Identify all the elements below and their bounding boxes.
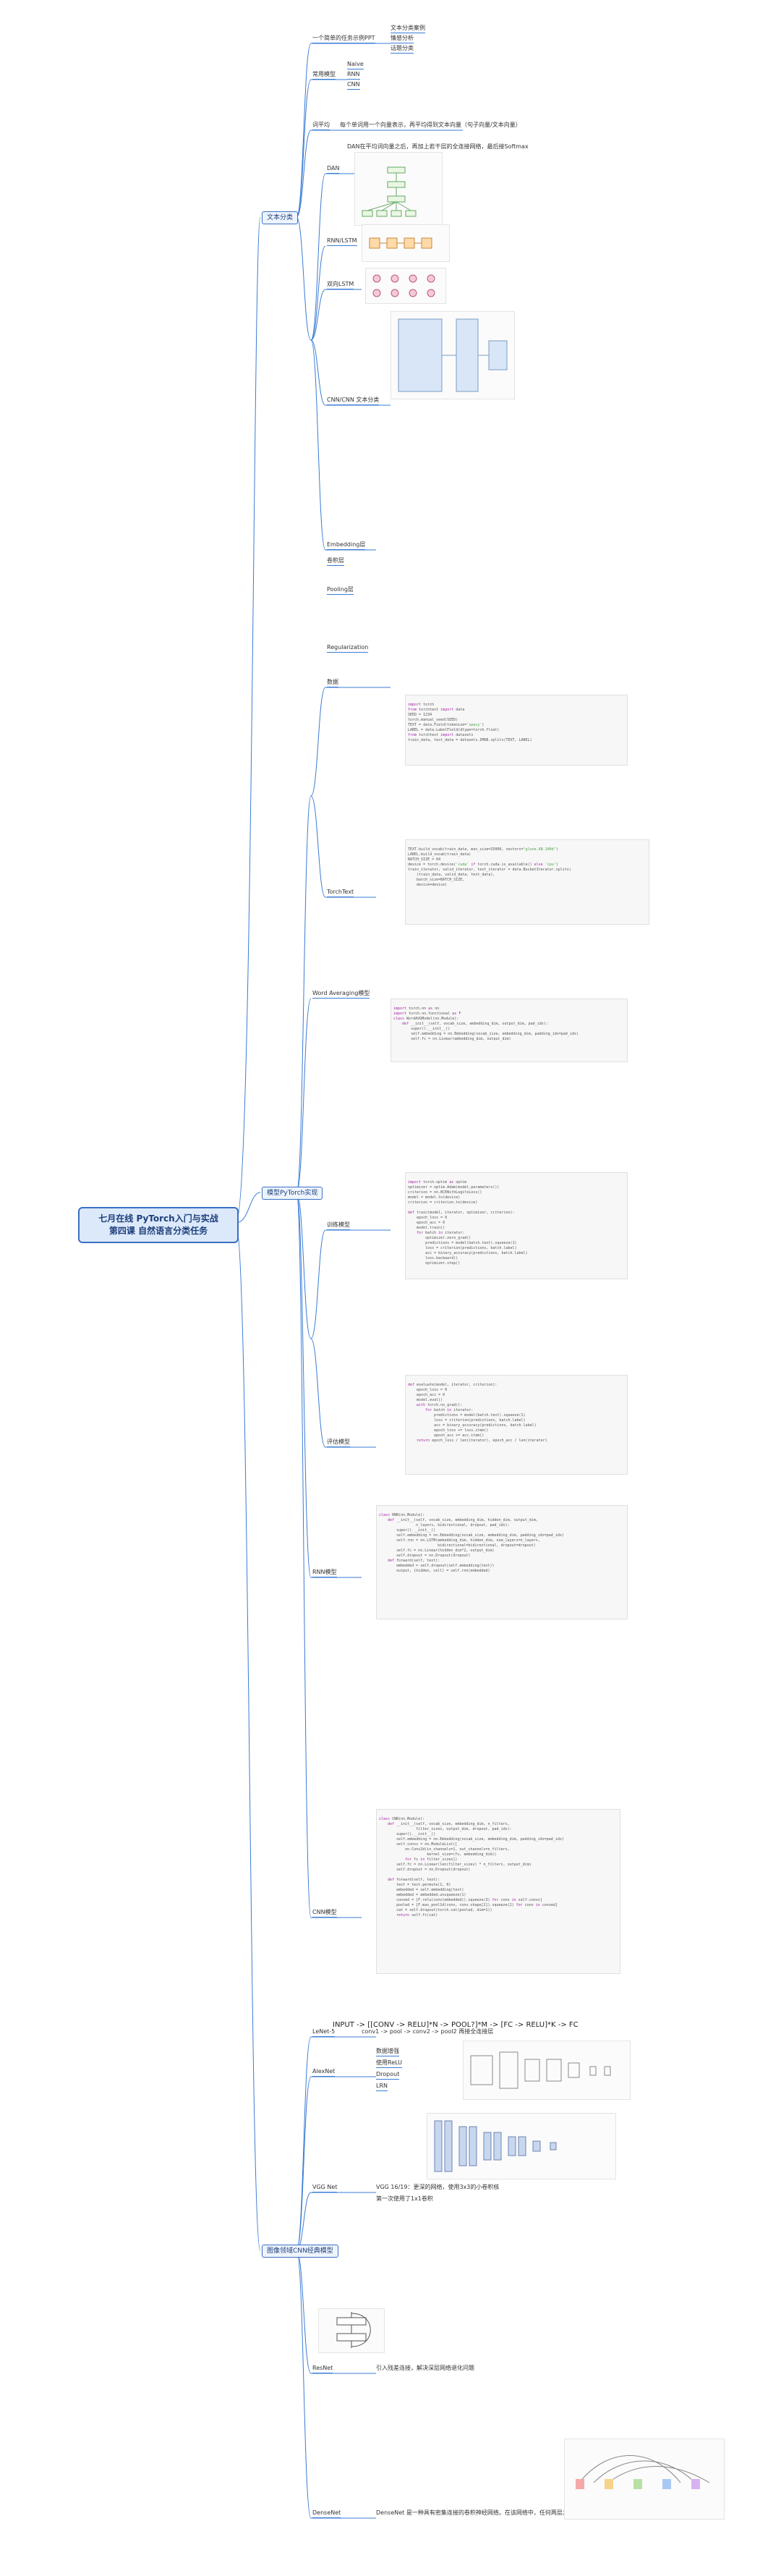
node-intro[interactable]: 一个简单的任务示例PPT — [312, 35, 375, 43]
rnn-unrolled-diagram — [369, 237, 432, 249]
node-intro-child-2[interactable]: 情感分析 — [390, 35, 414, 43]
cnn-grid-diagram — [398, 318, 508, 392]
rnn-code-block: class RNN(nn.Module): def __init__(self,… — [376, 1505, 628, 1619]
node-dan-desc: DAN在平均词向量之后，再加上若干层的全连接网络，最后接Softmax — [347, 143, 529, 150]
branch-pytorch-code[interactable]: 模型PyTorch实现 — [262, 1187, 323, 1200]
alexnet-item-1[interactable]: 数据增强 — [376, 2048, 399, 2056]
branch-text-classification[interactable]: 文本分类 — [262, 211, 299, 224]
node-rnn-model[interactable]: RNN模型 — [312, 1569, 337, 1577]
vgg-figure — [427, 2113, 616, 2179]
alexnet-architecture-diagram — [470, 2051, 611, 2089]
resnet-desc: 引入残差连接，解决深层网络退化问题 — [376, 2365, 474, 2371]
node-word-avg-model[interactable]: Word Averaging模型 — [312, 990, 370, 999]
node-word-avg[interactable]: 词平均 — [312, 122, 330, 130]
vgg-sub: 第一次使用了1x1卷积 — [376, 2195, 433, 2202]
bilstm-figure — [365, 268, 446, 304]
dan-network-diagram — [362, 166, 417, 217]
node-cnn-embed[interactable]: Embedding层 — [327, 541, 366, 550]
eval-code-block: def evaluate(model, iterator, criterion)… — [405, 1375, 628, 1475]
dan-figure — [354, 152, 443, 226]
node-torchtext[interactable]: TorchText — [327, 889, 354, 897]
alexnet-item-3[interactable]: Dropout — [376, 2071, 400, 2080]
node-vgg[interactable]: VGG Net — [312, 2184, 338, 2192]
rnn-figure — [362, 224, 450, 262]
root-title-line2: 第四课 自然语言分类任务 — [108, 1226, 208, 1236]
node-dan[interactable]: DAN — [327, 165, 340, 174]
node-model-rnn[interactable]: RNN — [347, 71, 360, 80]
node-bilstm[interactable]: 双向LSTM — [327, 281, 354, 289]
node-cnn-conv[interactable]: 卷积层 — [327, 557, 344, 566]
node-resnet[interactable]: ResNet — [312, 2365, 333, 2373]
node-cnn-pool[interactable]: Pooling层 — [327, 586, 354, 595]
cnn-code-block: class CNN(nn.Module): def __init__(self,… — [376, 1809, 620, 1974]
train-code-block: import torch.optim as optim optimizer = … — [405, 1172, 628, 1279]
node-cnn-reg[interactable]: Regularization — [327, 644, 369, 653]
data-code-block: import torch from torchtext import data … — [405, 695, 628, 766]
node-common-models[interactable]: 常用模型 — [312, 71, 336, 80]
node-intro-child-1[interactable]: 文本分类案例 — [390, 25, 425, 33]
alexnet-item-4[interactable]: LRN — [376, 2083, 388, 2091]
torchtext-code-block: TEXT.build_vocab(train_data, max_size=25… — [405, 839, 649, 925]
bilstm-diagram — [372, 274, 435, 297]
node-model-naive[interactable]: Naive — [347, 61, 364, 69]
node-cnn-section[interactable]: CNN/CNN 文本分类 — [327, 397, 380, 405]
node-densenet[interactable]: DenseNet — [312, 2509, 341, 2518]
wordavg-code-block: import torch.nn as nn import torch.nn.fu… — [390, 999, 628, 1062]
node-word-avg-desc: 每个单词用一个向量表示，再平均得到文本向量（句子向量/文本向量） — [340, 122, 521, 128]
resnet-block-figure — [318, 2308, 385, 2353]
node-cnn-model[interactable]: CNN模型 — [312, 1909, 337, 1918]
cnn-pattern-header: INPUT -> [[CONV -> RELU]*N -> POOL?]*M -… — [333, 2021, 579, 2029]
vgg-architecture-diagram — [434, 2120, 557, 2172]
root-topic[interactable]: 七月在线 PyTorch入门与实战 第四课 自然语言分类任务 — [78, 1207, 239, 1243]
densenet-desc: DenseNet 是一种具有密集连接的卷积神经网络。在该网络中，任何两层之间都有… — [376, 2509, 615, 2516]
node-rnn-lstm[interactable]: RNN/LSTM — [327, 237, 357, 246]
node-alexnet[interactable]: AlexNet — [312, 2068, 336, 2077]
lenet-desc: conv1 -> pool -> conv2 -> pool2 再接全连接层 — [362, 2028, 494, 2035]
node-data[interactable]: 数据 — [327, 679, 338, 687]
root-title-line1: 七月在线 PyTorch入门与实战 — [98, 1213, 218, 1224]
node-intro-child-3[interactable]: 话题分类 — [390, 45, 414, 54]
alexnet-figure — [463, 2041, 631, 2100]
densenet-figure — [564, 2439, 725, 2520]
alexnet-item-2[interactable]: 使用ReLU — [376, 2059, 403, 2068]
branch-classic-cnn[interactable]: 图像领域CNN经典模型 — [262, 2245, 338, 2258]
node-train[interactable]: 训练模型 — [327, 1221, 350, 1230]
node-lenet[interactable]: LeNet-5 — [312, 2028, 336, 2037]
vgg-desc: VGG 16/19：更深的网络，使用3x3的小卷积核 — [376, 2184, 500, 2190]
node-model-cnn[interactable]: CNN — [347, 81, 360, 90]
cnn-textcls-figure — [390, 311, 515, 399]
residual-block-diagram — [336, 2312, 371, 2348]
node-eval[interactable]: 评估模型 — [327, 1439, 350, 1447]
densenet-diagram — [576, 2455, 710, 2489]
